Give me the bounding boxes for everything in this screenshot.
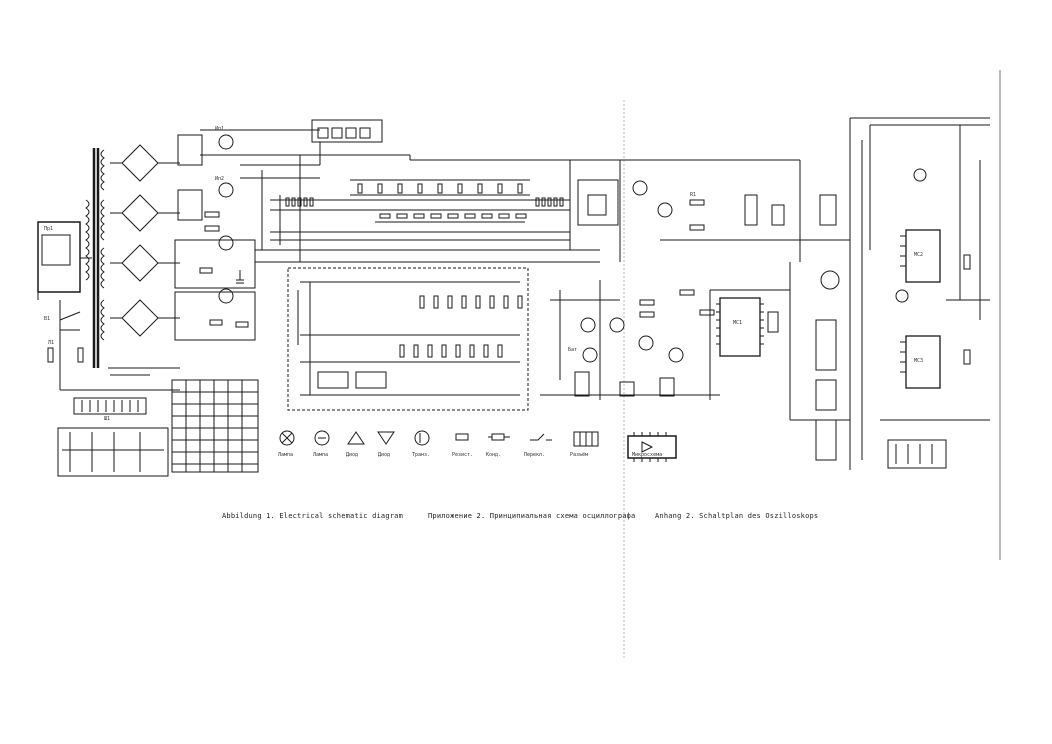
legend-label-connector: Разъём <box>570 452 589 458</box>
resistor-symbol <box>396 213 408 219</box>
resistor-symbol <box>455 344 461 358</box>
resistor-symbol <box>475 295 481 309</box>
legend-label-ic: Микросхема <box>632 452 663 458</box>
resistor-symbol <box>489 295 495 309</box>
switch-label: В1 <box>44 316 51 322</box>
symbol-legend <box>279 430 677 462</box>
resistor-symbol <box>477 183 483 194</box>
amplifier-section <box>287 267 529 411</box>
resistor-symbol <box>441 344 447 358</box>
resistor-symbol <box>497 344 503 358</box>
resistor-symbol <box>399 344 405 358</box>
resistor-symbol <box>379 213 391 219</box>
legend-label-diode-up: Диод <box>346 452 359 458</box>
resistor-symbol <box>464 213 476 219</box>
resistor-label: R1 <box>690 192 697 198</box>
vco-section <box>569 159 801 420</box>
resistor-symbol <box>433 295 439 309</box>
resistor-symbol <box>297 197 302 207</box>
resistor-symbol <box>377 183 383 194</box>
resistor-symbol <box>285 197 290 207</box>
legend-ic-icon <box>627 435 677 459</box>
connector-label: Ш1 <box>104 416 111 422</box>
power-supply-section <box>37 129 600 391</box>
legend-label-switch: Перекл. <box>524 452 546 458</box>
resistor-symbol <box>535 197 540 207</box>
resistor-symbol <box>309 197 314 207</box>
legend-label-diode-dn: Диод <box>378 452 391 458</box>
legend-resistor-icon <box>455 433 469 441</box>
resistor-symbol <box>483 344 489 358</box>
resistor-symbol <box>430 213 442 219</box>
ic-1-label: МС1 <box>733 320 743 326</box>
connector-block <box>57 397 169 477</box>
wiring-table <box>171 379 259 473</box>
ic-3-label: МС3 <box>914 358 924 364</box>
resistor-symbol <box>553 197 558 207</box>
meter-1-label: Ип1 <box>215 126 225 132</box>
legend-label-capacitor: Конд. <box>486 452 502 458</box>
fuse-label: Пр1 <box>44 226 54 232</box>
legend-label-tube: Лампа <box>313 452 329 458</box>
legend-label-transistor: Транз. <box>412 452 431 458</box>
legend-label-lamp: Лампа <box>278 452 294 458</box>
legend-transistor-icon <box>414 430 430 446</box>
ic-2-label: МС2 <box>914 252 924 258</box>
resistor-symbol <box>541 197 546 207</box>
transistor-stage <box>540 280 720 400</box>
resistor-symbol <box>447 295 453 309</box>
resistor-symbol <box>413 213 425 219</box>
resistor-symbol <box>397 183 403 194</box>
resistor-symbol <box>437 183 443 194</box>
meter-2-label: Ип2 <box>215 176 225 182</box>
resistor-symbol <box>419 295 425 309</box>
resistor-symbol <box>497 183 503 194</box>
resistor-symbol <box>515 213 527 219</box>
resistor-symbol <box>457 183 463 194</box>
caption-3: Anhang 2. Schaltplan des Oszilloskops <box>655 512 819 520</box>
resistor-symbol <box>503 295 509 309</box>
resistor-symbol <box>303 197 308 207</box>
resistor-symbol <box>517 183 523 194</box>
upper-bus-section <box>261 119 570 250</box>
resistor-symbol <box>498 213 510 219</box>
legend-lamp-icon <box>279 430 295 446</box>
legend-label-resistor-v: Резист. <box>452 452 474 458</box>
resistor-symbol <box>413 344 419 358</box>
resistor-symbol <box>417 183 423 194</box>
caption-1: Abbildung 1. Electrical schematic diagra… <box>222 512 403 520</box>
legend-tube-icon <box>314 430 330 446</box>
resistor-symbol <box>517 295 523 309</box>
resistor-symbol <box>357 183 363 194</box>
caption-2: Приложение 2. Принципиальная схема осцил… <box>428 512 636 520</box>
legend-diode-up-icon <box>347 431 365 445</box>
deflection-section <box>790 117 990 470</box>
resistor-symbol <box>547 197 552 207</box>
legend-diode-down-icon <box>377 431 395 445</box>
resistor-symbol <box>447 213 459 219</box>
resistor-symbol <box>427 344 433 358</box>
resistor-symbol <box>291 197 296 207</box>
resistor-symbol <box>469 344 475 358</box>
battery-label: Бат <box>568 347 578 353</box>
resistor-symbol <box>559 197 564 207</box>
legend-capacitor-icon <box>491 433 505 441</box>
resistor-symbol <box>481 213 493 219</box>
legend-switch-icon <box>530 433 552 441</box>
resistor-array <box>285 183 564 358</box>
resistor-symbol <box>461 295 467 309</box>
lamp-label: Л1 <box>48 340 55 346</box>
